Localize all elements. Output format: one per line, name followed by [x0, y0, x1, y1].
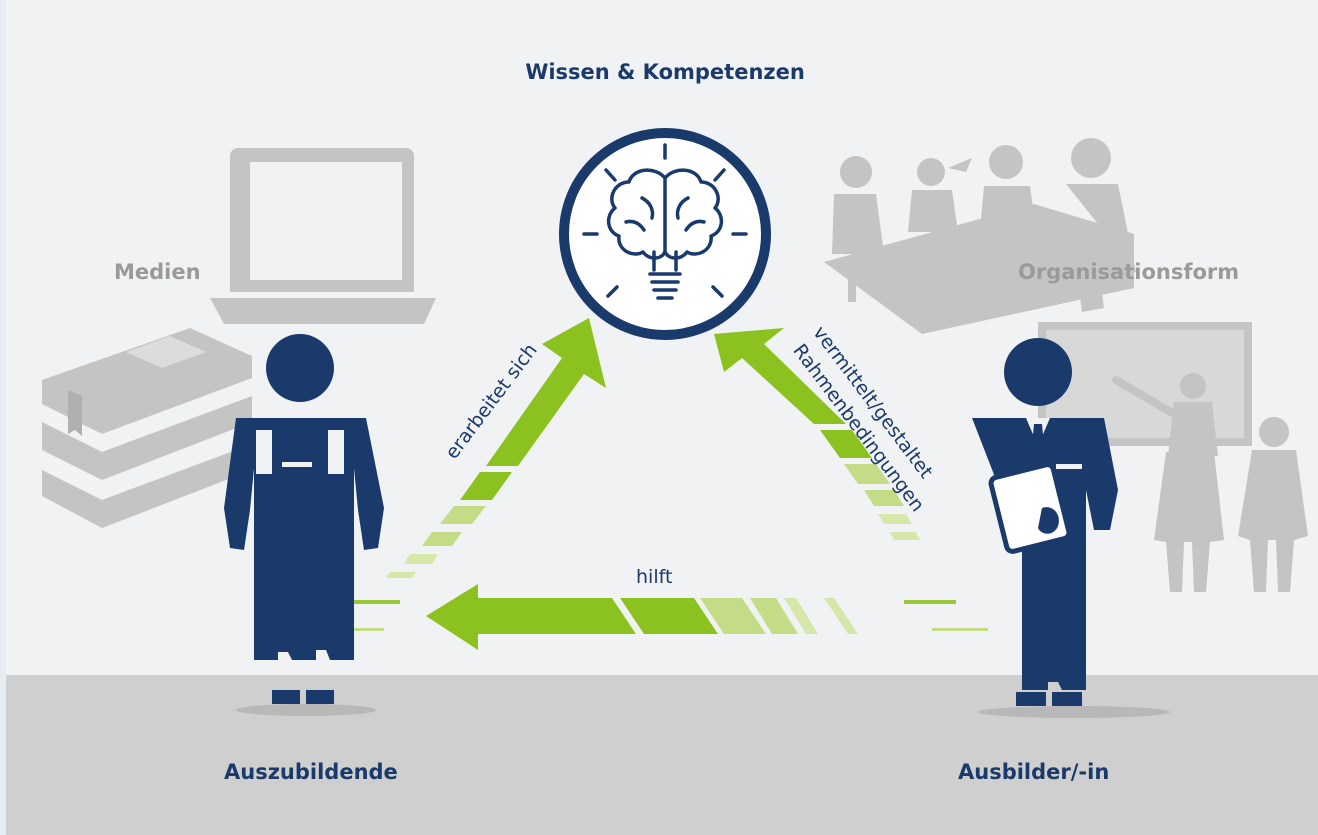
arrow-hilft: [426, 584, 858, 650]
edge-label-bottom: hilft: [636, 566, 673, 588]
diagram-art: [42, 128, 1308, 718]
motion-lines-right: [904, 600, 988, 631]
meeting-icon: [824, 138, 1136, 334]
motion-lines-left: [336, 600, 400, 631]
right-actor-label: Ausbilder/-in: [958, 760, 1110, 784]
center-label: Wissen & Kompetenzen: [525, 60, 805, 84]
books-icon: [42, 328, 252, 528]
presentation-icon: [1038, 322, 1308, 592]
floor: [6, 675, 1318, 835]
right-context-label: Organisationsform: [1018, 260, 1240, 284]
arrow-vermittelt: [714, 328, 920, 540]
arrow-erarbeitet-sich: [386, 318, 606, 578]
left-actor-label: Auszubildende: [224, 760, 398, 784]
trainer-figure: [972, 338, 1170, 718]
brain-bulb-icon: [559, 128, 771, 340]
laptop-icon: [210, 148, 436, 324]
left-context-label: Medien: [114, 260, 201, 284]
apprentice-figure: [224, 334, 384, 716]
